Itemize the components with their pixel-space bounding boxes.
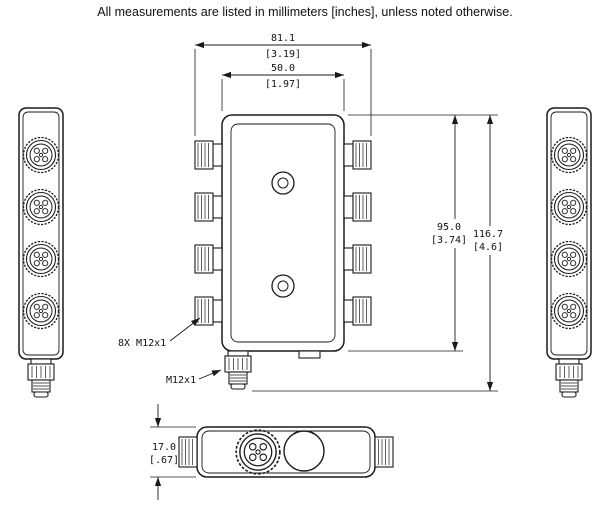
dim-height-overall: 116.7 [4.6] xyxy=(252,115,503,392)
bottom-plug xyxy=(555,358,583,398)
m12-port-right xyxy=(343,296,372,326)
front-view xyxy=(194,114,372,390)
dim-width-outer-mm: 81.1 xyxy=(271,33,295,44)
units-note: All measurements are listed in millimete… xyxy=(97,5,512,19)
label-ports: 8X M12x1 xyxy=(118,317,201,349)
m12-port-left xyxy=(194,296,223,326)
m12-port-left xyxy=(194,244,223,274)
mounting-hole xyxy=(271,171,295,195)
junction-box-lid xyxy=(230,123,336,343)
dim-width-inner-mm: 50.0 xyxy=(271,63,295,74)
side-plug-right xyxy=(374,436,394,468)
dim-width-inner: 50.0 [1.97] xyxy=(221,63,345,111)
m12-port-left xyxy=(194,192,223,222)
dim-height-body-mm: 95.0 xyxy=(437,222,461,233)
left-side-view xyxy=(18,107,64,398)
dim-depth-mm: 17.0 xyxy=(152,442,176,453)
m12-port-right xyxy=(343,140,372,170)
label-bottom-port: M12x1 xyxy=(166,369,222,386)
housing-dome xyxy=(283,430,325,472)
junction-box-body xyxy=(221,114,345,352)
dim-width-outer: 81.1 [3.19] xyxy=(194,33,372,136)
bottom-plug xyxy=(27,358,55,398)
right-side-view xyxy=(546,107,592,398)
bottom-view xyxy=(178,426,394,478)
dim-height-body: 95.0 [3.74] xyxy=(348,114,498,352)
dim-height-overall-mm: 116.7 xyxy=(473,229,503,240)
dim-depth: 17.0 [.67] xyxy=(149,404,196,500)
label-bottom-port-text: M12x1 xyxy=(166,375,196,386)
bottom-plug xyxy=(224,350,252,390)
label-ports-text: 8X M12x1 xyxy=(118,338,166,349)
bottom-foot xyxy=(298,350,321,359)
m12-port-left xyxy=(194,140,223,170)
m12-port-right xyxy=(343,192,372,222)
dim-depth-in: [.67] xyxy=(149,455,179,466)
dim-width-outer-in: [3.19] xyxy=(265,49,301,60)
dim-width-inner-in: [1.97] xyxy=(265,79,301,90)
bottom-view-body xyxy=(196,426,376,478)
dim-height-body-in: [3.74] xyxy=(431,235,467,246)
mounting-hole xyxy=(271,274,295,298)
dim-height-overall-in: [4.6] xyxy=(473,242,503,253)
m12-port-right xyxy=(343,244,372,274)
